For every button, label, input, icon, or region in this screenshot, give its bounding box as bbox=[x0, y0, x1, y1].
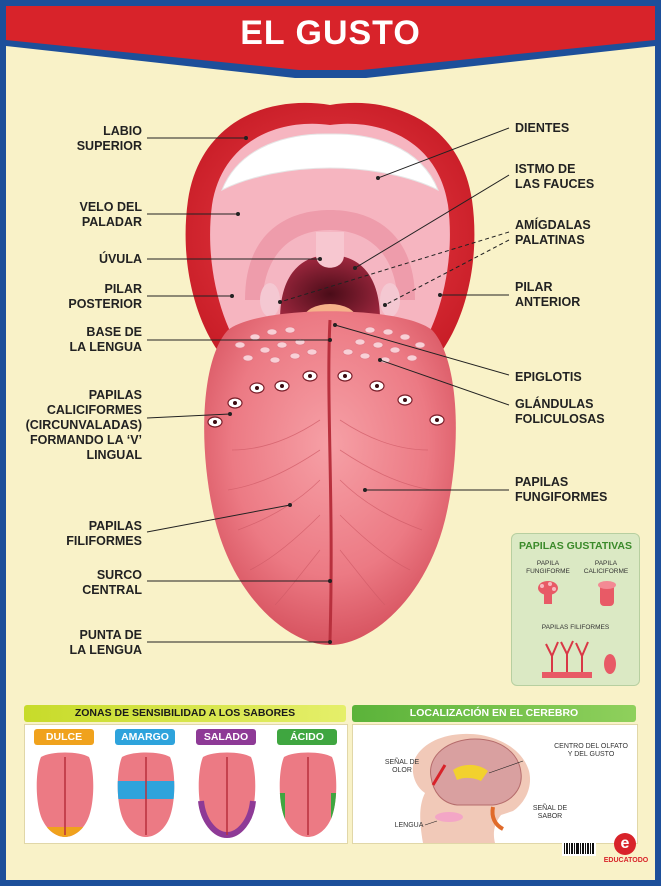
zonas-panel: DULCE AMARGO SALADO ÁCIDO bbox=[24, 724, 348, 844]
label-istmo-de-las-fauces: ISTMO DE LAS FAUCES bbox=[515, 162, 595, 191]
papilas-gustativas-box: PAPILAS GUSTATIVAS PAPILA FUNGIFORME PAP… bbox=[511, 533, 640, 686]
throat bbox=[280, 255, 380, 320]
tag-dulce: DULCE bbox=[34, 729, 94, 745]
label-punta-de-la-lengua: PUNTA DE LA LENGUA bbox=[69, 628, 142, 657]
cerebro-title: LOCALIZACIÓN EN EL CEREBRO bbox=[352, 705, 636, 722]
tonsil-left bbox=[260, 283, 280, 317]
label-senal-de-sabor: SEÑAL DE SABOR bbox=[532, 805, 568, 820]
circumvallate-papilla-icon bbox=[598, 581, 616, 606]
filiform-texture bbox=[227, 419, 433, 606]
tag-amargo: AMARGO bbox=[115, 729, 175, 745]
label-senal-de-olor: SEÑAL DE OLOR bbox=[384, 759, 420, 774]
label-labio-superior: LABIO SUPERIOR bbox=[76, 124, 142, 153]
brain-illustration bbox=[412, 733, 531, 843]
tongue-salado bbox=[198, 752, 256, 839]
tongue-amargo bbox=[117, 752, 175, 837]
label-pilar-posterior: PILAR POSTERIOR bbox=[68, 282, 142, 311]
label-uvula: ÚVULA bbox=[98, 252, 142, 266]
tongue-dulce bbox=[36, 752, 94, 837]
label-surco-central: SURCO CENTRAL bbox=[82, 568, 142, 597]
leader-lines bbox=[146, 127, 510, 643]
cerebro-panel: SEÑAL DE OLOR CENTRO DEL OLFATO Y DEL GU… bbox=[352, 724, 638, 844]
central-groove bbox=[327, 319, 333, 641]
taste-zone-tongues bbox=[36, 752, 337, 839]
label-base-de-la-lengua: BASE DE LA LENGUA bbox=[69, 325, 142, 354]
uvula bbox=[316, 232, 344, 268]
papilas-gustativas-title: PAPILAS GUSTATIVAS bbox=[519, 540, 632, 552]
label-pilar-anterior: PILAR ANTERIOR bbox=[515, 280, 581, 309]
label-papilas-fungiformes: PAPILAS FUNGIFORMES bbox=[515, 475, 608, 504]
label-amigdalas-palatinas: AMÍGDALAS PALATINAS bbox=[515, 218, 591, 247]
label-papila-fungiforme: PAPILA FUNGIFORME bbox=[526, 560, 570, 575]
label-papila-caliciforme: PAPILA CALICIFORME bbox=[583, 560, 629, 575]
title-banner bbox=[6, 6, 655, 80]
label-centro-olfato-gusto: CENTRO DEL OLFATO Y DEL GUSTO bbox=[554, 743, 628, 758]
brand-name: EDUCATODO bbox=[603, 857, 649, 864]
label-papilas-filiformes: PAPILAS FILIFORMES bbox=[66, 519, 142, 548]
label-epiglotis: EPIGLOTIS bbox=[515, 370, 582, 384]
fungiform-papilla-icon bbox=[538, 581, 558, 604]
label-velo-del-paladar: VELO DEL PALADAR bbox=[79, 200, 142, 229]
label-papilas-filiformes-inset: PAPILAS FILIFORMES bbox=[541, 624, 610, 631]
barcode-icon bbox=[562, 842, 596, 856]
brand-logo-icon: e bbox=[614, 833, 636, 855]
zonas-title: ZONAS DE SENSIBILIDAD A LOS SABORES bbox=[24, 705, 346, 722]
teeth bbox=[221, 133, 439, 192]
filiform-papillae-icon bbox=[542, 640, 616, 678]
label-dientes: DIENTES bbox=[515, 121, 570, 135]
papila-illustrations bbox=[538, 581, 616, 606]
circumvallate-papillae bbox=[207, 370, 445, 428]
tag-salado: SALADO bbox=[196, 729, 256, 745]
tag-acido: ÁCIDO bbox=[277, 729, 337, 745]
label-glandulas-foliculosas: GLÁNDULAS FOLICULOSAS bbox=[515, 397, 605, 426]
label-lengua: LENGUA bbox=[394, 822, 424, 829]
label-papilas-caliciformes: PAPILAS CALICIFORMES (CIRCUNVALADAS) FOR… bbox=[25, 388, 142, 462]
follicular-glands bbox=[234, 326, 426, 364]
tongue-acido bbox=[279, 752, 337, 837]
tonsil-right bbox=[380, 283, 400, 317]
page-title: EL GUSTO bbox=[240, 14, 421, 52]
